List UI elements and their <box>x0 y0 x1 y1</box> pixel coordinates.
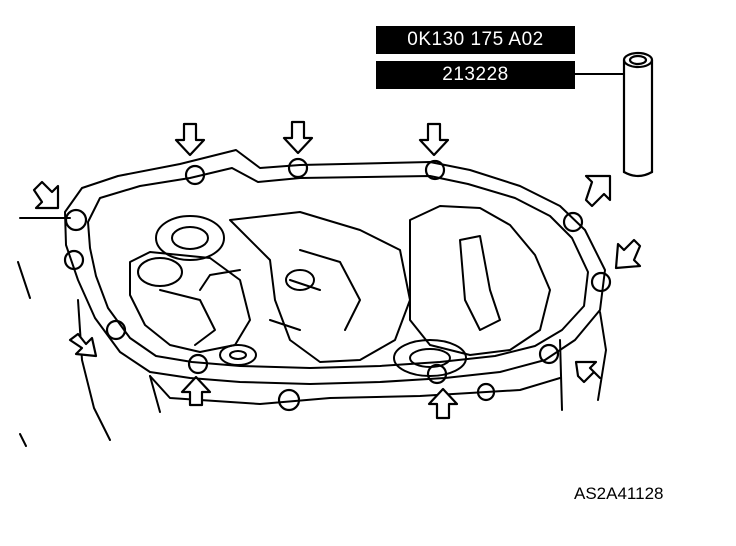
center-rib-structure <box>229 211 411 363</box>
gear-hub <box>137 257 183 287</box>
bolt-hole <box>277 388 301 412</box>
bolt-hole <box>184 164 206 186</box>
diagonal-arrow-icon <box>68 332 98 358</box>
bolt-holes <box>63 157 612 412</box>
bolt-hole <box>590 271 612 293</box>
shaft-bore-left <box>155 215 225 261</box>
shift-fork-left <box>159 269 241 346</box>
bearing-bore-lower-inner <box>229 350 247 360</box>
down-arrow-icon <box>282 120 314 155</box>
bolt-hole <box>562 211 584 233</box>
up-arrow-icon <box>180 375 212 407</box>
part-number-label: 0K130 175 A02 <box>376 26 575 54</box>
bolt-hole <box>538 343 560 365</box>
bolt-hole <box>287 157 309 179</box>
shaft-bore-center <box>285 269 315 291</box>
bolt-hole <box>426 363 448 385</box>
up-arrow-icon <box>427 387 459 420</box>
bolt-hole <box>63 249 85 271</box>
bolt-hole <box>476 382 496 402</box>
bearing-bore-lower <box>219 344 257 366</box>
shaft-bore-left-inner <box>171 226 209 250</box>
housing-base-flange <box>149 375 561 405</box>
bolt-hole <box>64 208 88 232</box>
differential-bore <box>393 339 467 377</box>
diagonal-arrow-icon <box>574 360 602 384</box>
differential-housing-right <box>409 205 551 356</box>
bolt-hole <box>105 319 127 341</box>
flange-inner-line <box>87 167 589 369</box>
gear-assembly-left <box>129 251 251 353</box>
alternate-number-label: 213228 <box>376 61 575 89</box>
figure-code: AS2A41128 <box>574 484 664 503</box>
shift-lever-right <box>459 235 501 331</box>
differential-bore-inner <box>409 348 451 368</box>
housing-outline <box>64 149 606 385</box>
diagonal-arrow-icon <box>32 180 60 210</box>
bolt-hole <box>187 353 209 375</box>
dowel-pin-icon <box>622 51 654 178</box>
down-arrow-icon <box>418 122 450 157</box>
diagonal-arrow-icon <box>584 174 612 208</box>
diagonal-arrow-icon <box>614 238 642 270</box>
left-edge-mark <box>17 217 71 447</box>
bolt-hole <box>424 159 446 181</box>
center-rib-detail <box>269 249 361 331</box>
housing-lower-skirt <box>77 299 607 441</box>
down-arrow-icon <box>174 122 206 157</box>
bolt-arrows <box>32 120 642 420</box>
